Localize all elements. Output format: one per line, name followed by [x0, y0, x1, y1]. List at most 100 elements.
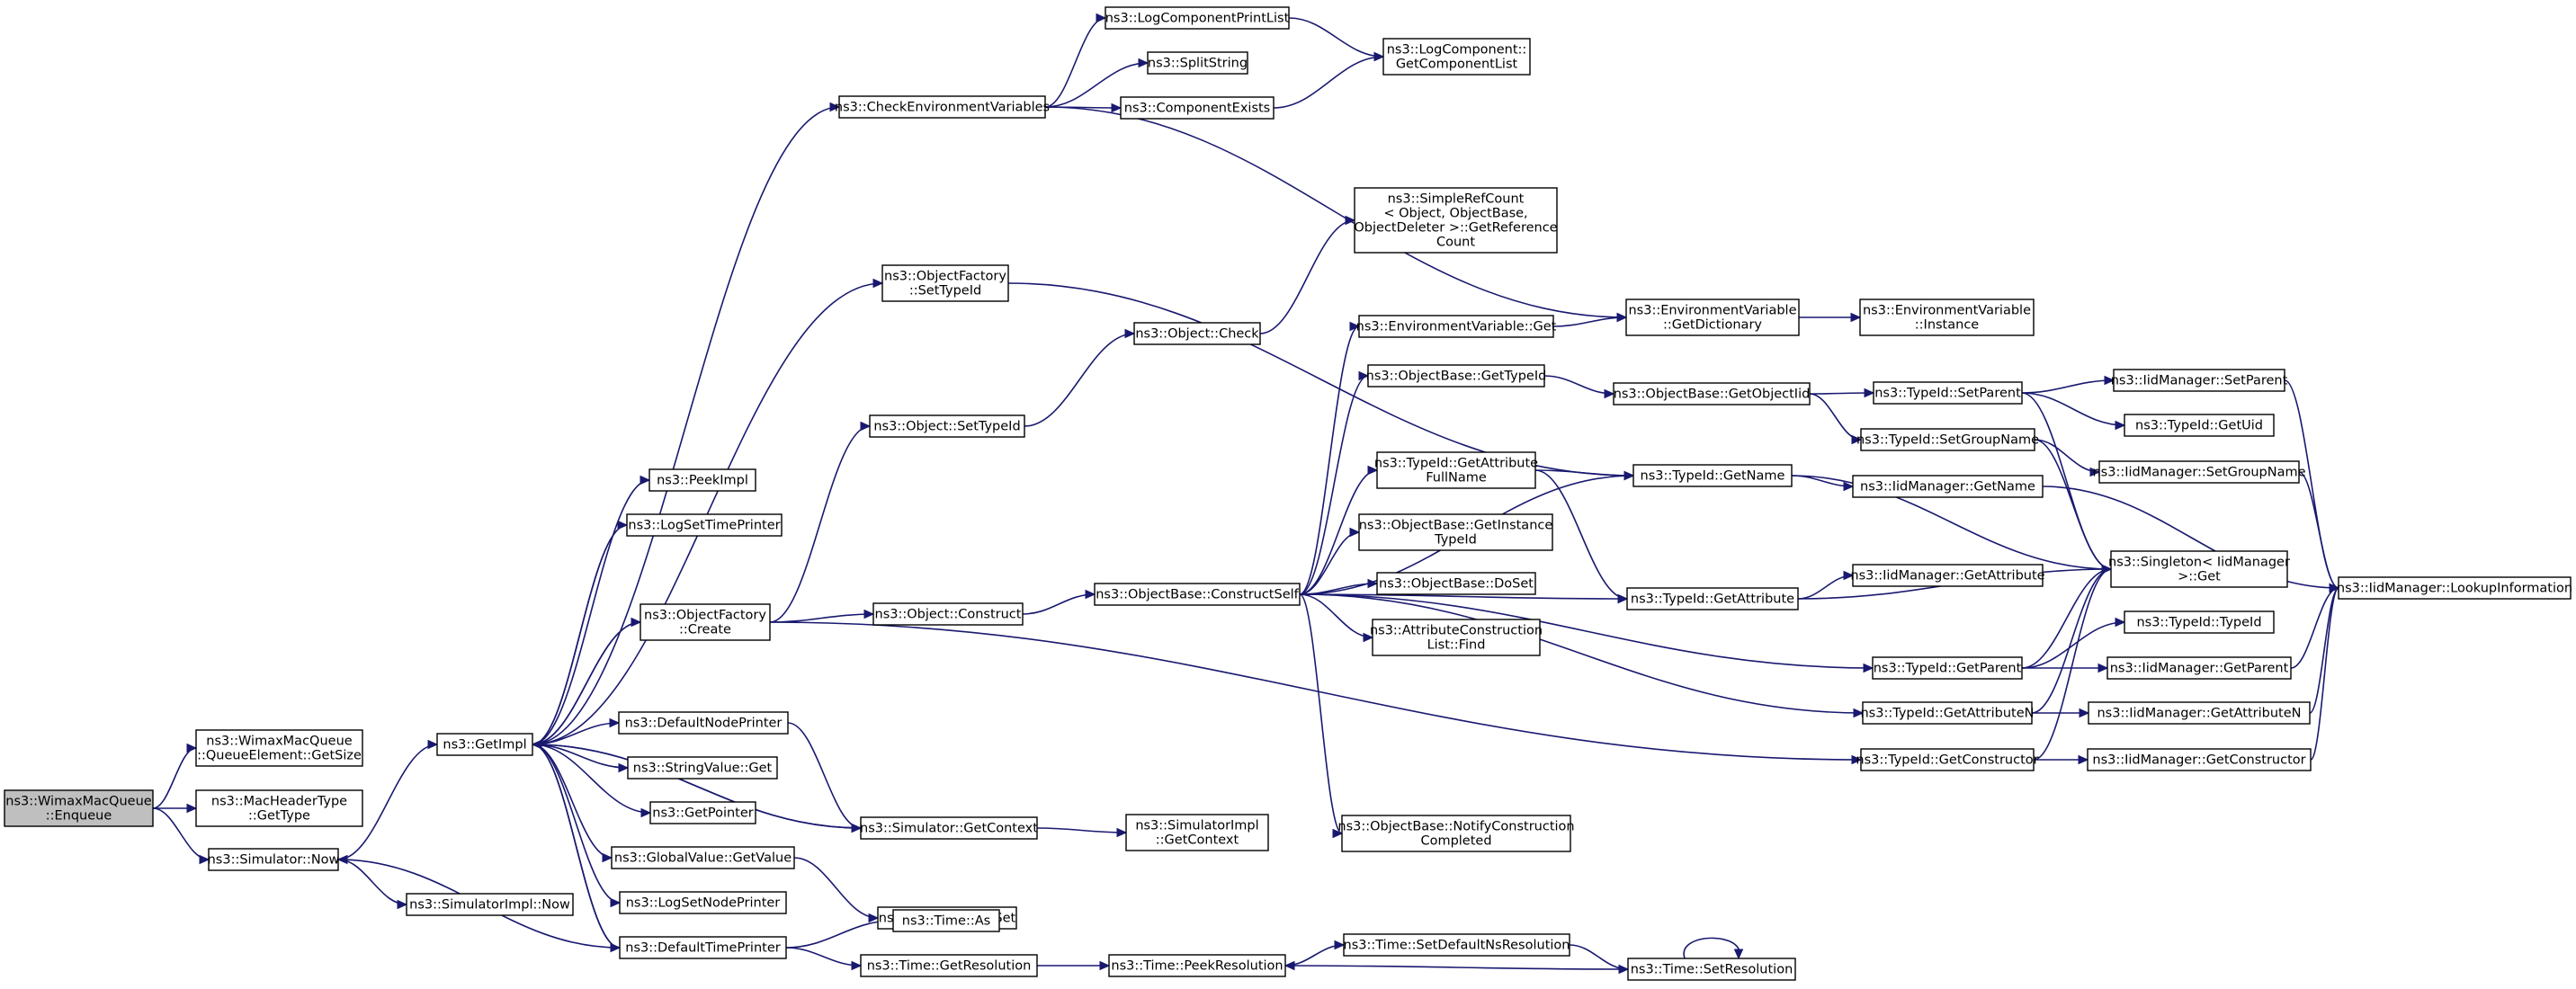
edge-arrowhead: [1864, 388, 1875, 398]
node-objfactorysettypeid[interactable]: ns3::ObjectFactory::SetTypeId: [881, 264, 1009, 302]
node-label: ns3::DefaultTimePrinter: [625, 941, 780, 956]
node-defaultnodeprinter[interactable]: ns3::DefaultNodePrinter: [618, 711, 789, 735]
edge-getimpl-to-checkenv: [532, 102, 841, 745]
node-label: ns3::PeekImpl: [657, 474, 748, 488]
node-envvarget[interactable]: ns3::EnvironmentVariable::Get: [1356, 315, 1557, 338]
node-checkenv[interactable]: ns3::CheckEnvironmentVariables: [835, 95, 1050, 119]
node-simimplnow[interactable]: ns3::SimulatorImpl::Now: [406, 893, 574, 916]
node-box: [1860, 428, 2035, 451]
node-box: [1133, 322, 1261, 345]
edge-line: [1299, 593, 1343, 834]
node-iidsetparent[interactable]: ns3::IidManager::SetParent: [2111, 369, 2288, 392]
node-label: ::Create: [679, 623, 731, 637]
edge-simnow-to-simimplnow: [337, 859, 408, 910]
node-label: ns3::Object::Check: [1135, 327, 1259, 342]
node-typeidtypeid[interactable]: ns3::TypeId::TypeId: [2124, 610, 2275, 634]
node-label: ns3::GetImpl: [443, 738, 526, 753]
node-enqueue[interactable]: ns3::WimaxMacQueue::Enqueue: [4, 789, 154, 827]
node-defaulttimeprinter[interactable]: ns3::DefaultTimePrinter: [619, 936, 787, 959]
node-objbasedoset[interactable]: ns3::ObjectBase::DoSet: [1376, 572, 1536, 595]
node-logcompprintlist[interactable]: ns3::LogComponentPrintList: [1105, 6, 1290, 30]
edge-line: [532, 744, 862, 829]
node-iidgetattribute[interactable]: ns3::IidManager::GetAttribute: [1850, 564, 2045, 587]
node-objectsettypeid[interactable]: ns3::Object::SetTypeId: [869, 414, 1025, 438]
node-typeidgetparent[interactable]: ns3::TypeId::GetParent: [1872, 656, 2023, 680]
node-iidgetparent[interactable]: ns3::IidManager::GetParent: [2106, 656, 2292, 680]
node-label: ns3::EnvironmentVariable::Get: [1356, 320, 1557, 334]
node-iidgetname[interactable]: ns3::IidManager::GetName: [1852, 475, 2044, 498]
edge-timesetres-to-timepeekres: [1284, 960, 1629, 971]
node-typeidgetattributen[interactable]: ns3::TypeId::GetAttributeN: [1860, 701, 2035, 725]
node-box: [1862, 701, 2033, 725]
node-logsettimeprinter[interactable]: ns3::LogSetTimePrinter: [626, 513, 783, 537]
node-simimplgetcontext[interactable]: ns3::SimulatorImpl::GetContext: [1125, 814, 1269, 851]
node-box: [648, 468, 756, 492]
node-logsetnodeprinter[interactable]: ns3::LogSetNodePrinter: [619, 891, 787, 914]
edge-arrowhead: [1345, 215, 1356, 226]
node-envvargetdict[interactable]: ns3::EnvironmentVariable::GetDictionary: [1625, 298, 1800, 336]
node-timesetres[interactable]: ns3::Time::SetResolution: [1627, 958, 1796, 981]
node-objbasegetobjectiid[interactable]: ns3::ObjectBase::GetObjectIid: [1613, 382, 1811, 405]
node-macgettype[interactable]: ns3::MacHeaderType::GetType: [195, 789, 363, 827]
node-timepeekres[interactable]: ns3::Time::PeekResolution: [1108, 954, 1286, 977]
edge-line: [532, 744, 621, 904]
node-globalvalueget[interactable]: ns3::GlobalValue::GetValue: [611, 846, 795, 869]
edge-arrowhead: [186, 743, 198, 753]
node-notifyconstr[interactable]: ns3::ObjectBase::NotifyConstructionCompl…: [1337, 815, 1575, 852]
node-singletonget[interactable]: ns3::Singleton< IidManager>::Get: [2108, 550, 2290, 588]
node-typeidgetconstructor[interactable]: ns3::TypeId::GetConstructor: [1856, 748, 2039, 771]
edge-line: [1284, 965, 1629, 970]
node-getpointer[interactable]: ns3::GetPointer: [649, 801, 756, 824]
node-objectconstruct[interactable]: ns3::Object::Construct: [872, 602, 1024, 626]
node-timeas[interactable]: ns3::Time::As: [892, 909, 1000, 932]
edge-line: [785, 920, 894, 949]
node-typeidgetname[interactable]: ns3::TypeId::GetName: [1632, 464, 1793, 487]
edge-line: [1044, 62, 1149, 108]
node-typeidsetgroupname[interactable]: ns3::TypeId::SetGroupName: [1856, 428, 2039, 451]
node-iidgetattributen[interactable]: ns3::IidManager::GetAttributeN: [2088, 701, 2311, 725]
node-objectcheck[interactable]: ns3::Object::Check: [1133, 322, 1261, 345]
edge-arrowhead: [1085, 589, 1096, 600]
node-label: ns3::Object::SetTypeId: [873, 420, 1020, 434]
node-envvarinstance[interactable]: ns3::EnvironmentVariable::Instance: [1859, 298, 2035, 336]
node-getsize[interactable]: ns3::WimaxMacQueue::QueueElement::GetSiz…: [195, 729, 363, 767]
node-label: ns3::WimaxMacQueue: [5, 795, 151, 809]
node-label: ns3::TypeId::GetUid: [2135, 419, 2263, 433]
node-objfactorycreate[interactable]: ns3::ObjectFactory::Create: [640, 603, 771, 641]
node-objbasegettypeid[interactable]: ns3::ObjectBase::GetTypeId: [1366, 364, 1547, 388]
node-box: [1625, 298, 1800, 336]
edge-typeidgetattrfullname-to-typeidgetname: [1534, 469, 1635, 481]
edge-typeidsetparent-to-iidsetparent: [2021, 375, 2115, 394]
node-iidgetconstructor[interactable]: ns3::IidManager::GetConstructor: [2087, 748, 2312, 771]
node-iidsetgroupname[interactable]: ns3::IidManager::SetGroupName: [2092, 460, 2306, 484]
node-simplerefcount[interactable]: ns3::SimpleRefCount< Object, ObjectBase,…: [1354, 187, 1558, 254]
node-simnow[interactable]: ns3::Simulator::Now: [208, 848, 340, 871]
node-constructself[interactable]: ns3::ObjectBase::ConstructSelf: [1094, 583, 1301, 606]
node-typeidsetparent[interactable]: ns3::TypeId::SetParent: [1873, 381, 2023, 405]
node-timegetres[interactable]: ns3::Time::GetResolution: [860, 954, 1038, 977]
node-label: ns3::ObjectBase::ConstructSelf: [1096, 588, 1299, 602]
node-peekimpl[interactable]: ns3::PeekImpl: [648, 468, 756, 492]
node-getimpl[interactable]: ns3::GetImpl: [436, 733, 533, 756]
edge-arrowhead: [2089, 467, 2101, 477]
node-label: ns3::TypeId::SetGroupName: [1856, 433, 2039, 448]
node-stringvalueget[interactable]: ns3::StringValue::Get: [627, 756, 778, 780]
edge-objbasegetobjectiid-to-typeidsetgroupname: [1809, 393, 1863, 445]
node-simgetcontext[interactable]: ns3::Simulator::GetContext: [860, 816, 1038, 840]
edge-arrowhead: [872, 278, 884, 289]
node-logcompgetlist[interactable]: ns3::LogComponent::GetComponentList: [1382, 38, 1531, 76]
node-timesetdefaultns[interactable]: ns3::Time::SetDefaultNsResolution: [1343, 933, 1570, 957]
node-compexists[interactable]: ns3::ComponentExists: [1120, 96, 1275, 120]
edge-typeidgetattribute-to-iidgetattribute: [1797, 570, 1855, 600]
edge-line: [1299, 593, 1874, 669]
node-iidlookup[interactable]: ns3::IidManager::LookupInformation: [2337, 576, 2572, 600]
node-splitstring[interactable]: ns3::SplitString: [1147, 51, 1248, 75]
node-typeidgetuid[interactable]: ns3::TypeId::GetUid: [2124, 414, 2275, 437]
node-typeidgetattribute[interactable]: ns3::TypeId::GetAttribute: [1626, 587, 1799, 610]
edge-line: [769, 613, 874, 623]
node-label: List::Find: [1427, 638, 1486, 653]
node-box: [2087, 748, 2312, 771]
